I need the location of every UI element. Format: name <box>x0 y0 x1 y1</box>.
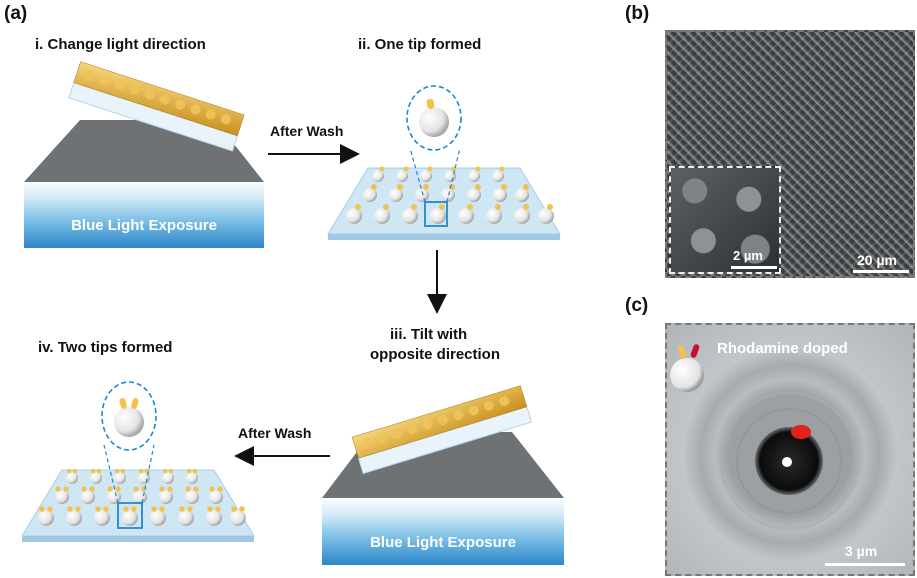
sem-inset: 2 µm <box>669 166 781 274</box>
panel-label-b: (b) <box>625 3 650 24</box>
blue-light-box-1: Blue Light Exposure <box>24 180 264 248</box>
zoom-bubble-4 <box>101 381 157 451</box>
sem-scale-bar <box>853 270 909 273</box>
panel-label-c: (c) <box>625 295 649 316</box>
optical-scale-label: 3 µm <box>845 543 878 559</box>
after-wash-label-1: After Wash <box>270 123 344 139</box>
inset-scale-bar <box>731 266 777 269</box>
step-4-title: iv. Two tips formed <box>38 339 173 356</box>
bead-array-2 <box>346 166 554 224</box>
step-3-title-line2: opposite direction <box>370 346 501 363</box>
blue-light-label-2: Blue Light Exposure <box>370 534 516 551</box>
optical-micrograph: Rhodamine doped 3 µm <box>665 323 915 576</box>
tilted-slab-1 <box>68 61 245 152</box>
rhodamine-tip <box>791 425 811 439</box>
sem-scale-label: 20 µm <box>857 252 897 268</box>
sem-micrograph: 2 µm 20 µm <box>665 30 915 278</box>
blue-light-label-1: Blue Light Exposure <box>71 217 217 234</box>
optical-label: Rhodamine doped <box>717 340 848 357</box>
step-1-title: i. Change light direction <box>35 36 206 53</box>
bead-array-4 <box>38 468 246 526</box>
panel-label-a: (a) <box>4 3 28 24</box>
highlight-box-2 <box>424 201 448 227</box>
optical-content <box>670 344 859 531</box>
step-3-title-line1: iii. Tilt with <box>390 326 468 343</box>
inset-scale-label: 2 µm <box>733 248 763 263</box>
zoom-bubble-2 <box>406 85 462 151</box>
tilted-slab-2 <box>351 385 533 475</box>
after-wash-label-2: After Wash <box>238 425 312 441</box>
schematic-diagram <box>21 61 564 542</box>
step-2-title: ii. One tip formed <box>358 36 482 53</box>
optical-scale-bar <box>825 563 905 566</box>
blue-light-box-2: Blue Light Exposure <box>322 497 564 565</box>
highlight-box-4 <box>117 502 143 529</box>
